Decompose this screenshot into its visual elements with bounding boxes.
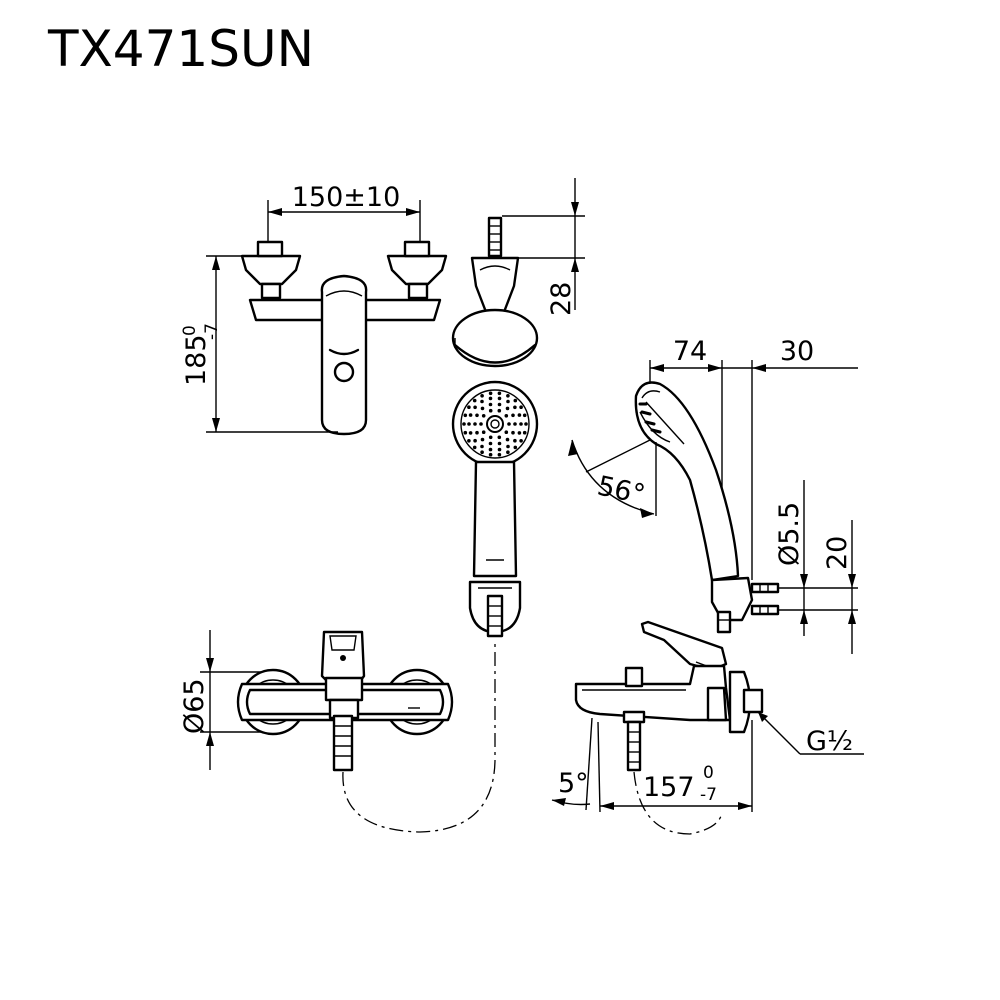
- nozzle-dot: [506, 394, 510, 398]
- dim-thread: G½: [806, 726, 853, 757]
- nozzle-dot: [519, 439, 523, 443]
- nozzle-dot: [481, 430, 486, 435]
- nozzle-dot: [513, 422, 517, 426]
- nozzle-dot: [505, 406, 510, 411]
- nozzle-dot: [463, 430, 468, 435]
- nozzle-dot: [467, 422, 471, 426]
- nozzle-dot: [497, 391, 502, 396]
- nozzle-dot: [507, 422, 511, 426]
- nozzle-dot: [467, 439, 471, 443]
- mixer-front-view: 150±10 185 0 -7: [180, 182, 448, 436]
- shower-holder-view: 28: [451, 178, 585, 638]
- nozzle-dot: [519, 405, 523, 410]
- nozzle-dot: [488, 408, 493, 413]
- nozzle-dot: [504, 430, 509, 435]
- dim-height-tol-upper: 0: [180, 325, 200, 336]
- dim-dia-small: Ø5.5: [774, 502, 805, 566]
- nozzle-dot: [479, 422, 483, 426]
- nozzle-dot: [506, 444, 510, 449]
- dim-spout-length: 157: [643, 772, 695, 803]
- nozzle-dot: [480, 394, 484, 398]
- nozzle-dot: [497, 435, 502, 440]
- dim-center-distance: 150±10: [292, 182, 401, 213]
- dim-spout-tol-upper: 0: [703, 763, 714, 783]
- nozzle-dot: [497, 452, 502, 457]
- nozzle-dot: [473, 405, 477, 410]
- nozzle-dot: [513, 438, 517, 443]
- dim-holder-height: 28: [546, 282, 577, 316]
- nozzle-dot: [519, 422, 523, 426]
- nozzle-dot: [497, 441, 502, 446]
- nozzle-dot: [488, 396, 493, 401]
- nozzle-dot: [524, 422, 528, 426]
- model-title: TX471SUN: [48, 20, 314, 78]
- nozzle-dot: [488, 441, 493, 446]
- nozzle-dot: [468, 413, 473, 417]
- nozzle-dot: [497, 447, 502, 452]
- dim-angle-head: 56°: [595, 471, 648, 511]
- nozzle-dot: [480, 437, 485, 442]
- nozzle-dot: [473, 422, 477, 426]
- nozzle-dot: [511, 413, 515, 418]
- nozzle-dot: [511, 430, 515, 435]
- nozzle-dot: [475, 430, 479, 435]
- nozzle-dot: [522, 413, 527, 418]
- nozzle-dot: [473, 438, 477, 443]
- nozzle-dot: [513, 398, 518, 403]
- dim-offset-74: 74: [673, 336, 707, 367]
- nozzle-dot: [505, 437, 510, 442]
- nozzle-dot: [522, 430, 527, 435]
- dim-height: 185: [181, 334, 212, 386]
- nozzle-dot: [462, 422, 466, 426]
- nozzle-dot: [480, 399, 484, 404]
- dim-20: 20: [822, 536, 853, 570]
- nozzle-dot: [504, 414, 509, 418]
- nozzle-dot: [475, 413, 479, 418]
- nozzle-dot: [488, 452, 493, 457]
- nozzle-dot: [472, 398, 477, 403]
- dim-dia-flange: Ø65: [179, 678, 210, 734]
- nozzle-dot: [517, 431, 522, 435]
- nozzle-dot: [480, 444, 484, 449]
- dim-offset-30: 30: [780, 336, 814, 367]
- nozzle-dot: [468, 431, 473, 435]
- hose-path: [342, 640, 496, 833]
- nozzle-dot: [488, 447, 493, 452]
- nozzle-dot: [467, 405, 471, 410]
- nozzle-dot: [480, 450, 484, 455]
- nozzle-dot: [497, 402, 502, 407]
- nozzle-pattern: [462, 391, 528, 457]
- nozzle-dot: [506, 450, 510, 455]
- shower-side-view: 74 30 56°: [568, 336, 858, 654]
- mixer-side-view: G½ 157 0 -7 5°: [551, 620, 864, 835]
- dim-height-tol-lower: -7: [202, 323, 222, 340]
- nozzle-dot: [480, 406, 485, 411]
- nozzle-dot: [472, 445, 477, 450]
- nozzle-dot: [513, 405, 517, 410]
- nozzle-dot: [497, 408, 502, 413]
- nozzle-dot: [481, 414, 486, 418]
- mixer-top-view: Ø65: [179, 630, 454, 772]
- nozzle-dot: [488, 402, 493, 407]
- nozzle-dot: [488, 435, 493, 440]
- nozzle-dot: [506, 399, 510, 404]
- nozzle-dot: [497, 396, 502, 401]
- nozzle-dot: [488, 391, 493, 396]
- dim-angle-spout: 5°: [558, 768, 589, 799]
- dim-spout-tol-lower: -7: [700, 785, 717, 805]
- nozzle-dot: [517, 413, 522, 417]
- nozzle-dot: [463, 413, 468, 418]
- nozzle-dot: [513, 445, 518, 450]
